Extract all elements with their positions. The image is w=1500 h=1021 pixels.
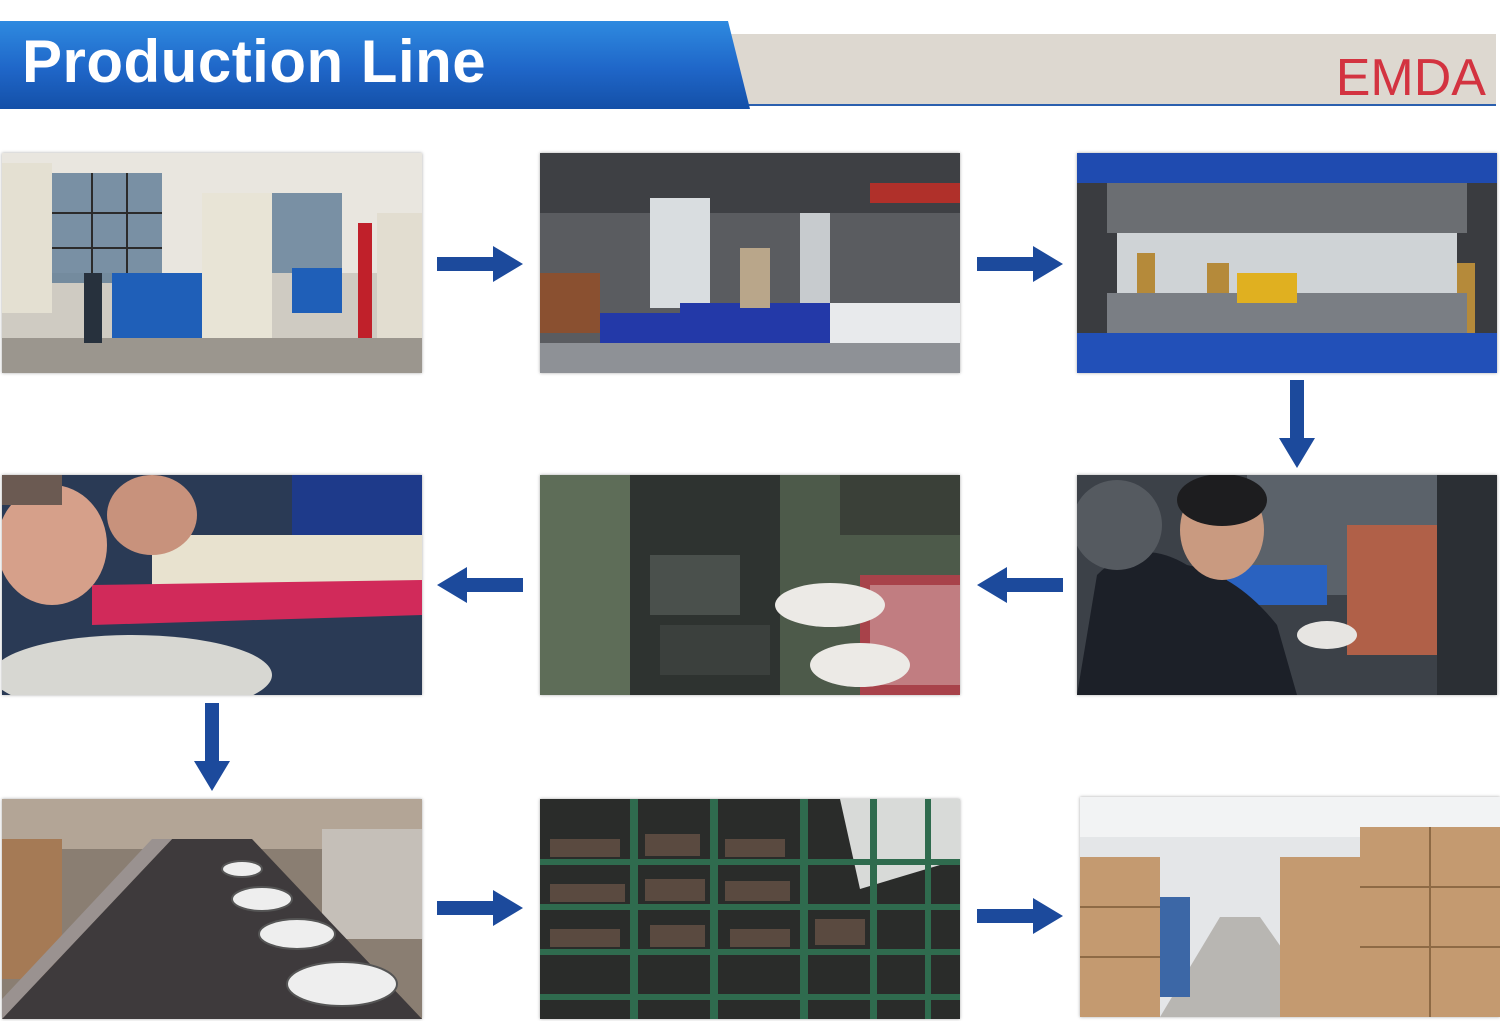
- stamping-die-photo: [1077, 153, 1497, 373]
- conveyor-belt-products-photo: [2, 799, 422, 1019]
- hand-assembly-rivets-photo: [2, 475, 422, 695]
- carton-warehouse-photo: [1080, 797, 1500, 1017]
- arrow-left-icon: [977, 567, 1063, 603]
- mold-storage-shelves-photo: [540, 799, 960, 1019]
- arrow-down-icon: [1279, 380, 1315, 468]
- arrow-right-icon: [437, 890, 523, 926]
- title-tab: [0, 21, 750, 109]
- arrow-right-icon: [977, 246, 1063, 282]
- injection-molding-workshop-photo: [540, 153, 960, 373]
- brand-logo-text: EMDA: [1335, 49, 1486, 107]
- worker-operating-press-photo: [1077, 475, 1497, 695]
- page-title: Production Line: [22, 28, 487, 95]
- arrow-left-icon: [437, 567, 523, 603]
- arrow-right-icon: [437, 246, 523, 282]
- gloved-hands-punch-press-photo: [540, 475, 960, 695]
- arrow-down-icon: [194, 703, 230, 791]
- factory-press-machines-photo: [2, 153, 422, 373]
- arrow-right-icon: [977, 898, 1063, 934]
